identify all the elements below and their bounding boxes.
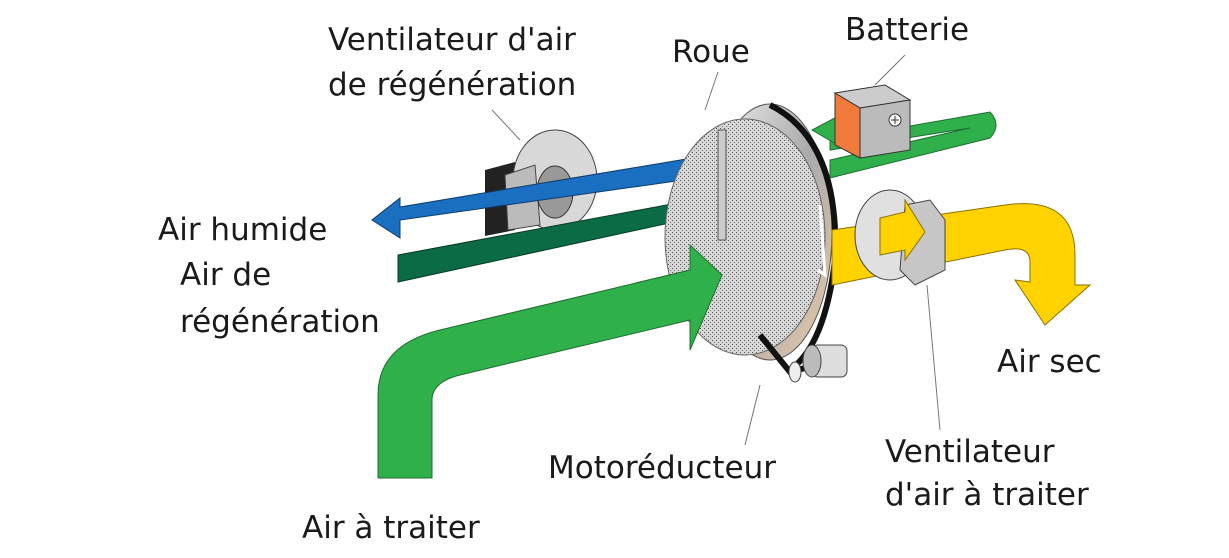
label-wheel: Roue — [672, 34, 750, 70]
gear-motor — [757, 333, 848, 383]
label-process-fan-line1: Ventilateur — [885, 434, 1055, 470]
label-humid-air: Air humide — [158, 212, 327, 248]
label-process-fan-line2: d'air à traiter — [885, 477, 1089, 513]
label-regen-fan-line1: Ventilateur d'air — [328, 22, 576, 58]
process-air-arrow — [377, 243, 723, 479]
label-process-air: Air à traiter — [302, 510, 480, 546]
label-dry-air: Air sec — [997, 344, 1102, 380]
label-regen-air-line2: régénération — [180, 304, 380, 340]
label-regen-fan-line2: de régénération — [328, 67, 576, 103]
leader-lines — [491, 54, 941, 446]
label-battery: Batterie — [845, 12, 969, 48]
label-gear-motor: Motoréducteur — [548, 450, 776, 486]
battery-heater — [833, 84, 912, 159]
label-regen-air-line1: Air de — [180, 257, 271, 293]
process-fan — [854, 189, 946, 286]
